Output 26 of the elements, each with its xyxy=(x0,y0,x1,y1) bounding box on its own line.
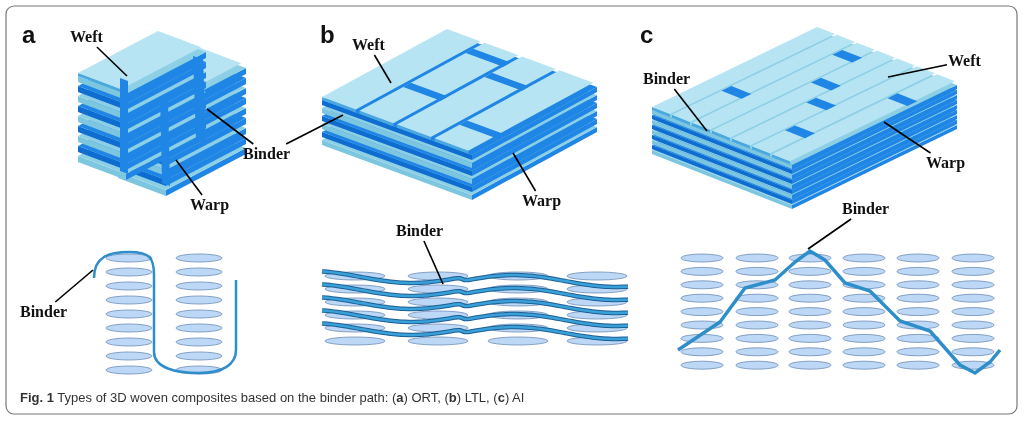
part-label: Warp xyxy=(190,196,230,214)
part-label: Weft xyxy=(70,28,103,46)
leader-line xyxy=(887,63,948,78)
leader-line xyxy=(175,159,203,196)
binder-cross-section-drawing xyxy=(92,250,238,375)
part-label: Binder xyxy=(643,70,691,88)
part-label: Weft xyxy=(948,52,981,70)
part-label: Binder xyxy=(396,222,444,240)
part-label: Binder xyxy=(20,303,68,321)
leader-line xyxy=(54,269,94,303)
part-label: Warp xyxy=(926,154,966,172)
leader-line xyxy=(285,114,344,145)
figure-caption: Fig. 1 Types of 3D woven composites based on the binder path: (a) ORT, (b) LTL, (c) AI xyxy=(20,390,525,405)
part-label: Weft xyxy=(352,36,385,54)
part-label: Binder xyxy=(243,145,291,163)
leader-line xyxy=(512,152,537,192)
leader-line xyxy=(373,54,392,84)
leader-line xyxy=(423,240,444,285)
leader-line xyxy=(673,88,708,132)
panel-letter: a xyxy=(22,22,36,48)
binder-cross-section-drawing xyxy=(677,248,1002,376)
panel-letter: c xyxy=(640,22,654,48)
leader-line xyxy=(807,218,852,250)
part-label: Binder xyxy=(842,200,890,218)
part-label: Warp xyxy=(522,192,562,210)
panel-letter: b xyxy=(320,22,335,48)
